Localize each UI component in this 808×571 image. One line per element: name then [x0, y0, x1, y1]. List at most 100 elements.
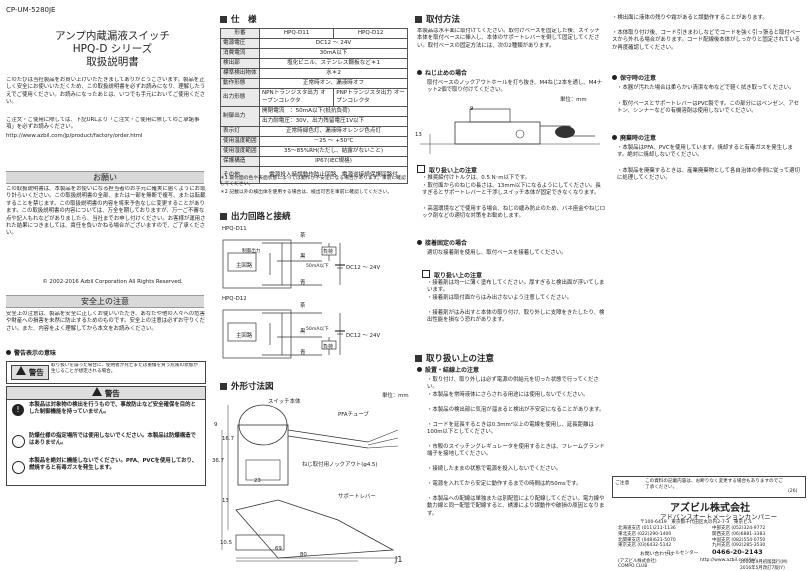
- phone-number: 0466-20-2143: [712, 548, 763, 556]
- warning-item-2: 防爆仕様の指定場所では使用しないでください。本製品は防爆構造ではありません。: [29, 433, 196, 447]
- company-name: アズビル株式会社: [670, 503, 750, 514]
- switch-body-label: スイッチ本体: [268, 399, 301, 405]
- disposal-heading: 廃棄時の注意: [612, 135, 656, 143]
- dim-10-5: 10.5: [220, 540, 233, 546]
- bullet-icon: [6, 350, 11, 355]
- wire-brown-label: 茶: [300, 233, 306, 239]
- cont-item-2: ・本体取り付け後、コード引きまわしなどでコードを強く引っ張ると取付ベースから外れ…: [612, 30, 801, 51]
- bullet-icon: [612, 75, 617, 80]
- disposal-item-1: ・本製品はPFA、PVCを使用しています。焼却すると有毒ガスを発生します。絶対に…: [617, 145, 793, 159]
- wire-blue-label-2: 青: [300, 350, 306, 356]
- adhesive-care-1: ・接着剤は均一に薄く塗布してください。厚すぎると検出面が浮いてしまいます。: [427, 280, 605, 294]
- bullet-icon: [417, 70, 422, 75]
- request-body: この取扱説明書は、本製品をお使いになる担当者のお手元に確実に届くようにお取り計ら…: [6, 186, 206, 237]
- revision-date: 2016年5月改訂7版(Y): [740, 566, 785, 571]
- dim-80: 80: [300, 552, 307, 558]
- dim-69: 69: [275, 546, 282, 552]
- warning-triangle-icon: [92, 387, 103, 396]
- notice-label: ご注意: [615, 481, 630, 486]
- mounting-heading: 取付方法: [415, 15, 460, 26]
- title-line-3: 取扱説明書: [86, 56, 139, 68]
- club-label: (アズビル株式会社): [618, 559, 657, 564]
- call-center-label: コールセンター: [666, 551, 699, 556]
- adhesive-care-3: ・接着剤がはみ出すと本体の取り付け、取り外しに支障をきたしたり、検出性能を損なう…: [427, 310, 605, 324]
- handling-item-3: ・本製品の検出部に気泡が溜まると検出が不安定になることがあります。: [427, 407, 605, 413]
- screw-care-2: ・取付面からのねじの長さは、13mm以下になるようにしてください。長すぎるとサポ…: [422, 183, 601, 197]
- mounting-unit: 単位：mm: [560, 97, 587, 103]
- screw-dim-9: 9: [470, 106, 474, 112]
- warning-label: 警告: [11, 365, 49, 380]
- maintenance-item-1: ・本器が汚れた場合は柔らかい清潔な布などで軽く拭き取ってください。: [617, 85, 795, 91]
- bullet-icon: [417, 367, 422, 372]
- circuit-d11-diagram: [222, 239, 345, 289]
- screw-care-heading: 取り扱い上の注意: [417, 165, 477, 176]
- circuit-d12-label: HPQ-D12: [222, 296, 247, 302]
- page-number: J1: [395, 555, 403, 564]
- dimensions-heading: 外形寸法図: [220, 382, 274, 393]
- warning-item-1: 本製品は対象物の検出を行うもので、事故防止など安全確保を目的とした制御機能を持っ…: [29, 402, 196, 416]
- main-circuit-label-2: 主回路: [236, 333, 253, 339]
- company-division: アドバンスオートメーションカンパニー: [660, 513, 778, 521]
- compo-club-logo: COMPO CLUB: [618, 564, 648, 569]
- handling-item-6: ・接続したままの状態で電源を投入しないでください。: [427, 466, 562, 472]
- cont-item-1: ・検出面に液体の残りや霜があると誤動作することがあります。: [612, 15, 768, 21]
- company-address: 〒100-6419 東京都千代田区丸の内2-7-3 東京ビル: [640, 520, 753, 525]
- adhesive-mount-heading: 接着固定の場合: [417, 240, 467, 248]
- spec-heading: 仕 様: [220, 15, 257, 26]
- handling-item-2: ・本製品を常時液体にさらされる用途には使用しないでください。: [427, 392, 589, 398]
- knockout-label: ねじ取付用ノックアウト(φ4.5): [302, 462, 378, 468]
- wire-blue-label: 青: [300, 280, 306, 286]
- bullet-icon: [417, 240, 422, 245]
- first-edition-date: 2002年9月初版発行(M): [740, 560, 788, 565]
- current-limit-label: 50mA以下: [306, 264, 329, 269]
- screw-mount-heading: ねじ止めの場合: [417, 70, 467, 78]
- handling-item-1: ・取り付け、取り外しは必ず電源の供給元を切った状態で行ってください。: [427, 377, 599, 391]
- notice-text: この資料の記載内容は、お断りなく変更する場合もありますのでご了承ください。: [645, 479, 783, 490]
- warning-triangle-icon: [16, 366, 27, 375]
- screw-care-3: ・高温環境などで使用する場合、ねじの緩み防止のため、バネ座金やねじロック剤などの…: [422, 206, 606, 220]
- care-icon: [417, 165, 425, 173]
- dim-9: 9: [214, 422, 218, 428]
- handling-item-5: ・市販のスイッチングレギュレータを使用するときは、フレームグランド端子を接地して…: [427, 444, 605, 458]
- section-square-icon: [220, 212, 227, 220]
- supply-voltage-label: DC12 ～ 24V: [346, 265, 381, 271]
- dim-36-7: 36.7: [212, 458, 225, 464]
- dim-23: 23: [254, 478, 261, 484]
- dim-13: 13: [222, 498, 229, 504]
- order-url[interactable]: http://www.azbil.com/jp/product/factory/…: [6, 133, 143, 139]
- load-label-2: 負荷: [323, 344, 334, 350]
- section-square-icon: [415, 15, 422, 23]
- section-square-icon: [415, 354, 422, 362]
- table-row: その他電源投入時誤動作防止回路、電源逆接続保護回路付: [220, 165, 408, 184]
- pfa-tube-label: PFAチューブ: [338, 412, 369, 418]
- section-square-icon: [220, 15, 227, 23]
- table-row: 標準検出物体水＊2: [220, 68, 408, 79]
- dimensions-unit: 単位：mm: [382, 393, 409, 399]
- control-output-label: 制御出力: [242, 249, 261, 254]
- company-website[interactable]: http://www.azbil.com/jp/: [700, 558, 756, 563]
- warning-box: 警告 ! 本製品は対象物の検出を行うもので、事故防止など安全確保を目的とした制御…: [6, 386, 206, 486]
- screw-dim-13: 13: [415, 132, 422, 138]
- screw-care-1: ・推奨締付けトルクは、0.5 N･m以下です。: [422, 175, 530, 181]
- handling-item-8: ・本製品への配線は単独または別配管により配線してください。電力線や動力線と同一配…: [427, 496, 605, 517]
- maintenance-item-2: ・取付ベースとサポートレバーはPVC製です。この部分にはベンゼン、アセトン、シン…: [617, 101, 799, 115]
- bullet-icon: [612, 135, 617, 140]
- warning-definition-text: 取り扱いを誤った場合に、使用者が死亡または重傷を負う危険の状態が生じることが想定…: [51, 363, 198, 375]
- safety-heading: 安全上の注意: [6, 295, 204, 308]
- copyright: © 2002-2016 Azbil Corporation All Rights…: [42, 279, 183, 285]
- support-lever-label: サポートレバー: [338, 494, 376, 500]
- current-limit-label-2: 50mA以下: [306, 327, 329, 332]
- handling-item-4: ・コードを延長するときは0.3mm²以上の電線を使用し、延長距離は100m以下と…: [427, 422, 594, 436]
- document-code: CP-UM-5280JE: [6, 6, 56, 14]
- mounting-body: 本製品は水平面に取付けてください。取付けベースを固定した後、スイッチ本体を取付ベ…: [417, 28, 600, 49]
- section-square-icon: [220, 382, 227, 390]
- safety-body: 安全上の注意は、製品を安全に正しくお使いいただき、あなたや他の人々への危害や財産…: [6, 311, 206, 332]
- circuit-heading: 出力回路と接続: [220, 212, 291, 223]
- installation-heading: 設置・結線上の注意: [417, 367, 479, 375]
- spec-note-2: ＊2 記載以外の検出体を使用する場合は、検出可否を事前に確認してください。: [220, 190, 393, 195]
